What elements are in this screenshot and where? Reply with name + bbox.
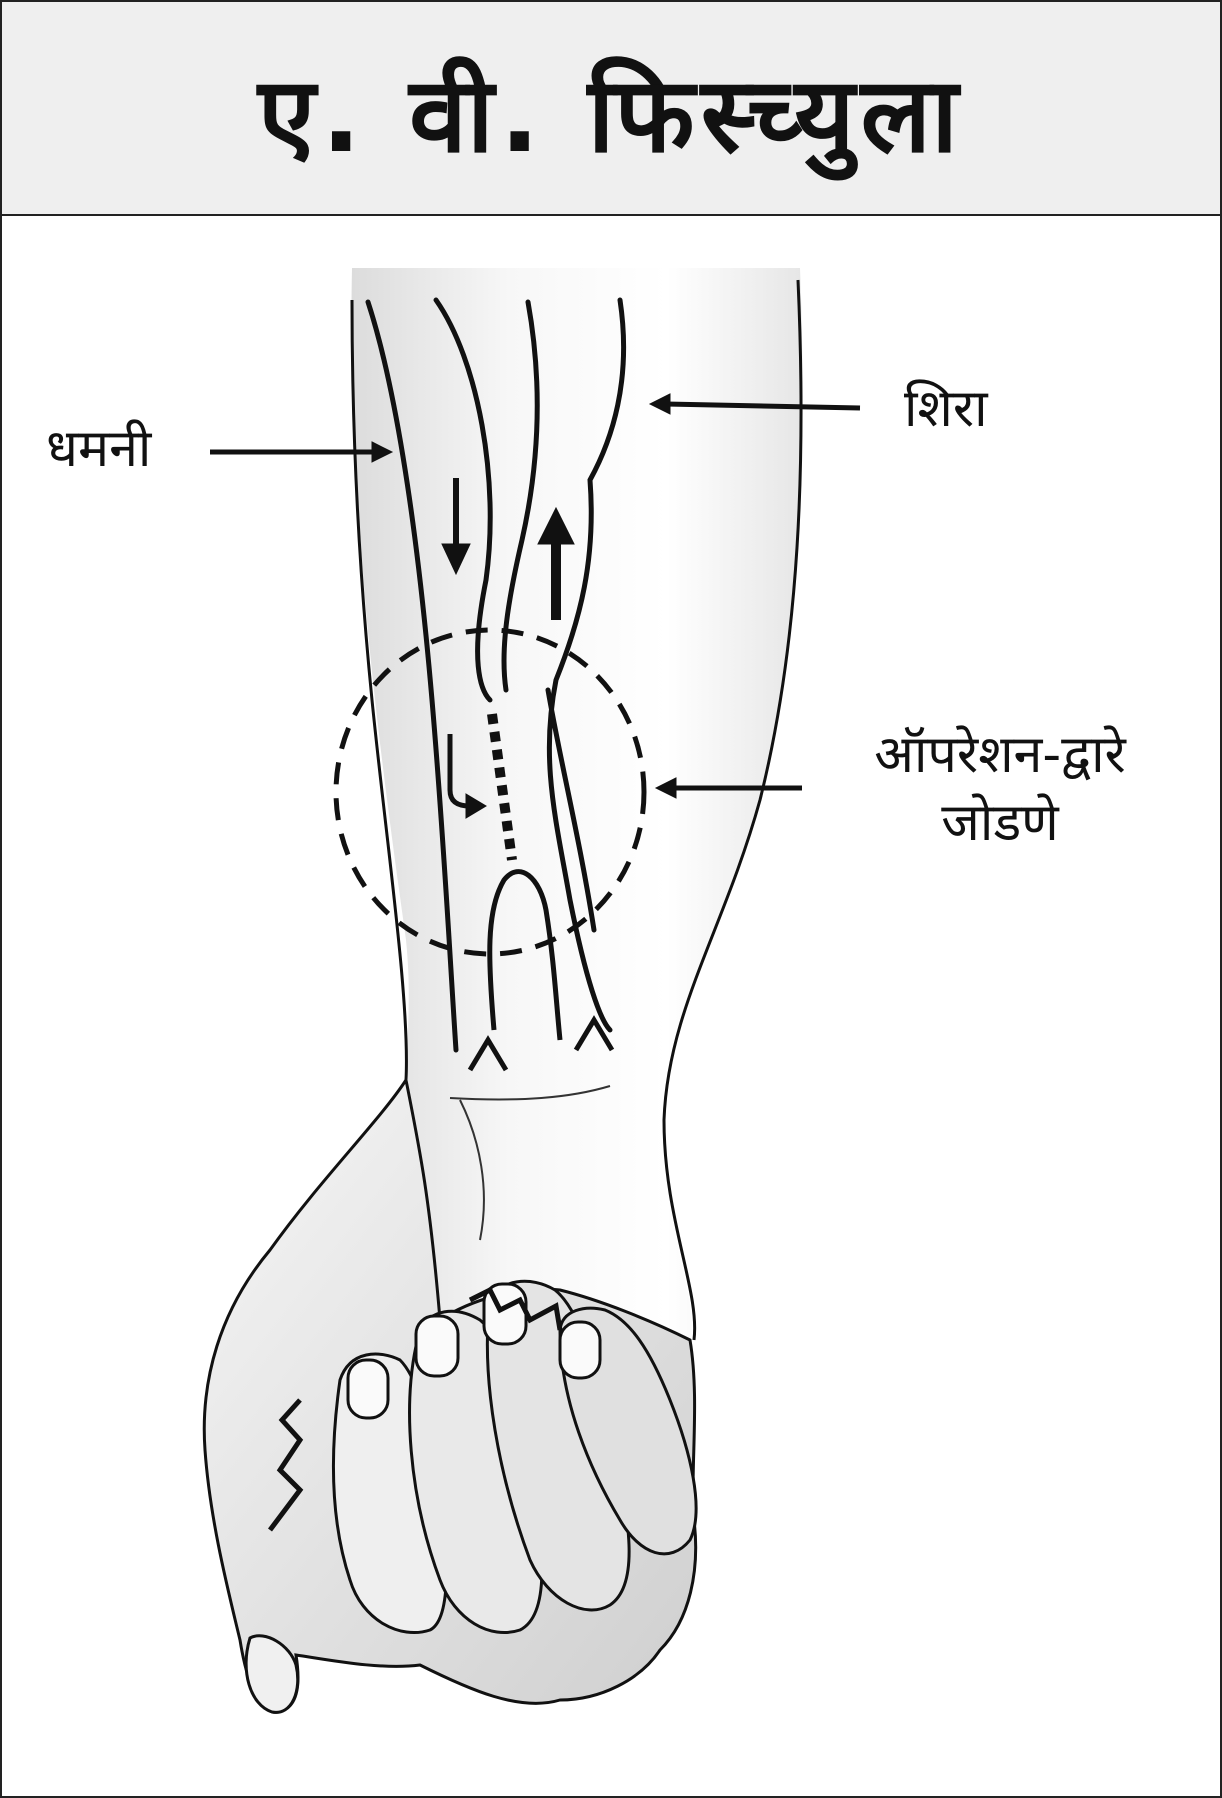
flow-arrow-up-head [537,506,575,545]
artery-pointer-head [371,441,394,463]
artery-label: धमनी [46,419,152,479]
thumb [244,1634,300,1714]
lower-vessel-loop [487,869,563,1041]
forearm-left-edge [350,299,408,1081]
anastomosis-label-line1: ऑपरेशन-द्वारे [874,725,1126,785]
vessel-left-inner [433,297,493,703]
forearm-right-edge [662,279,803,1341]
flow-arrow-down-head [441,543,471,576]
chevron-mark-2 [573,1015,615,1052]
page-title: ए. वी. फिस्च्युला [257,53,965,176]
anastomosis-circle [333,627,647,957]
fingernail-4 [558,1320,602,1380]
vein-pointer-line [665,401,861,411]
vein-pointer-head [648,393,671,415]
anastomosis-pointer-head [654,777,677,799]
palm-line [459,1099,485,1241]
anastomosis-label-line2: जोडणे [941,792,1059,853]
vein-lower [545,687,597,933]
anastomosis-label: ऑपरेशन-द्वारे जोडणे [820,722,1180,857]
fingernail-2 [414,1314,460,1378]
flow-arrow-turn-head [465,793,487,819]
thumb-shadow [268,1398,304,1532]
fingernail-1 [346,1358,390,1420]
artery-vessel-right [546,297,627,1033]
forearm-skin [351,268,803,1340]
vein-vessel [501,299,540,693]
finger-3 [485,1279,631,1612]
header-bar: ए. वी. फिस्च्युला [2,2,1220,216]
wrist-crease [449,1085,611,1101]
vein-label: शिरा [904,379,988,439]
anastomosis-connection [487,713,517,861]
knuckle-shadow [468,1286,563,1331]
chevron-mark-1 [467,1035,509,1072]
